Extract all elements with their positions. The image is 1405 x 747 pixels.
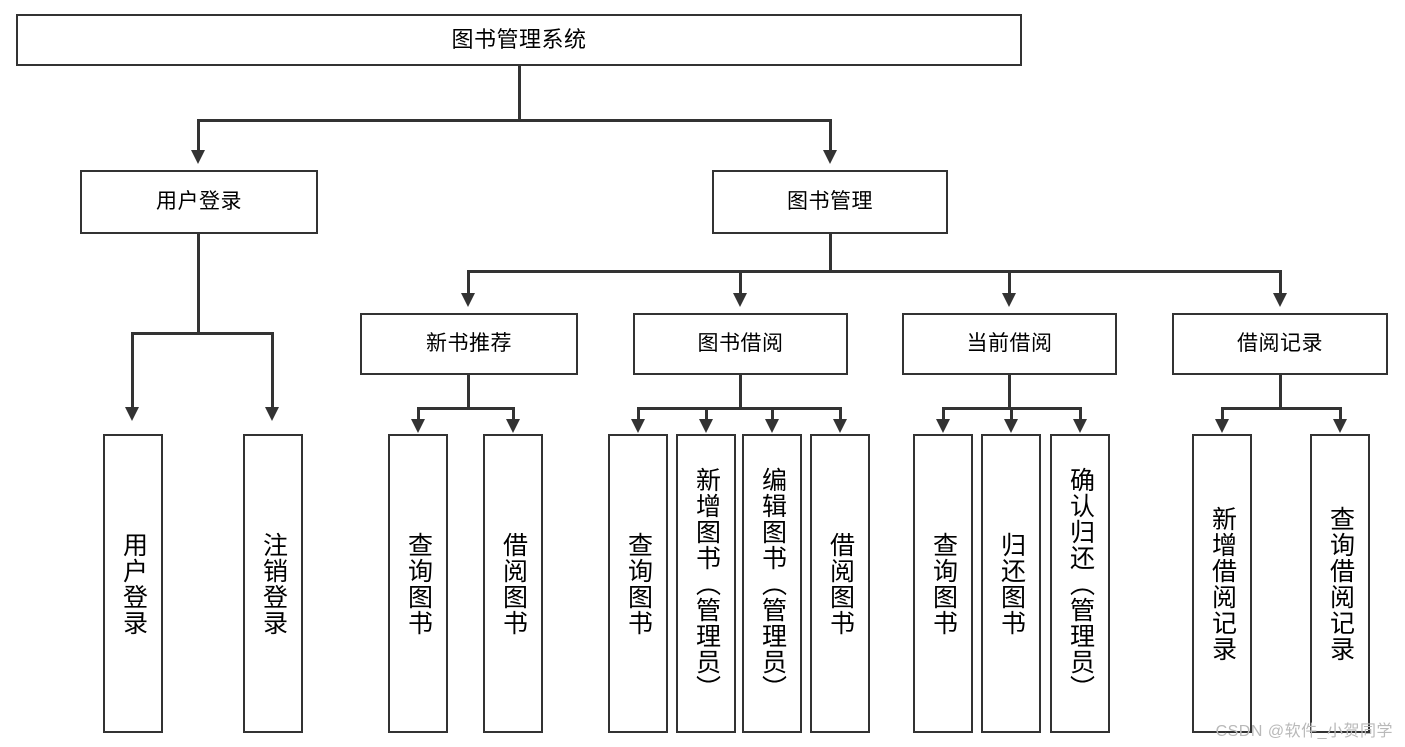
leaf-add-book[interactable]: 新增图书（管理员） (676, 434, 736, 733)
leaf-borrow-book-2[interactable]: 借阅图书 (810, 434, 870, 733)
node-label: 当前借阅 (966, 331, 1053, 355)
arrowhead-leaf-user-login (125, 407, 139, 421)
node-label: 图书借阅 (697, 331, 784, 355)
connector-book-borrow-stem (739, 375, 742, 409)
arrowhead-book-manage (823, 150, 837, 164)
leaf-edit-book[interactable]: 编辑图书（管理员） (742, 434, 802, 733)
arrowhead-leaf-query-book-3 (936, 419, 950, 433)
connector-borrow-record-bar (1222, 407, 1341, 410)
node-label: 注销登录 (259, 531, 288, 636)
node-label: 查询图书 (404, 531, 433, 636)
node-label: 图书管理 (787, 189, 873, 213)
connector-level1-bar (198, 119, 830, 122)
node-book-borrow[interactable]: 图书借阅 (633, 313, 848, 375)
arrowhead-leaf-user-logout (265, 407, 279, 421)
connector-level1-drop-right (829, 119, 832, 151)
arrowhead-leaf-query-book-2 (631, 419, 645, 433)
leaf-confirm-return[interactable]: 确认归还（管理员） (1050, 434, 1110, 733)
connector-new-book-drop-1 (417, 407, 420, 421)
connector-current-borrow-drop-2 (1010, 407, 1013, 421)
leaf-add-record[interactable]: 新增借阅记录 (1192, 434, 1252, 733)
node-label: 查询图书 (624, 531, 653, 636)
node-label: 确认归还（管理员） (1066, 466, 1095, 701)
connector-current-borrow-drop-3 (1079, 407, 1082, 421)
leaf-query-book-2[interactable]: 查询图书 (608, 434, 668, 733)
connector-book-borrow-bar (638, 407, 841, 410)
connector-level1-drop-left (197, 119, 200, 151)
connector-level3-drop-4 (1279, 270, 1282, 294)
connector-borrow-record-stem (1279, 375, 1282, 409)
leaf-user-login[interactable]: 用户登录 (103, 434, 163, 733)
arrowhead-borrow-record (1273, 293, 1287, 307)
connector-user-login-drop-2 (271, 332, 274, 408)
connector-level3-drop-3 (1008, 270, 1011, 294)
arrowhead-leaf-query-record (1333, 419, 1347, 433)
arrowhead-leaf-add-record (1215, 419, 1229, 433)
connector-user-login-drop-1 (131, 332, 134, 408)
arrowhead-leaf-borrow-book-1 (506, 419, 520, 433)
node-label: 新书推荐 (426, 331, 512, 355)
arrowhead-leaf-add-book (699, 419, 713, 433)
connector-book-borrow-drop-4 (839, 407, 842, 421)
arrowhead-book-borrow (733, 293, 747, 307)
node-label: 新增借阅记录 (1208, 505, 1237, 662)
node-label: 查询借阅记录 (1326, 505, 1355, 662)
connector-level3-drop-2 (739, 270, 742, 294)
arrowhead-leaf-borrow-book-2 (833, 419, 847, 433)
leaf-borrow-book-1[interactable]: 借阅图书 (483, 434, 543, 733)
arrowhead-leaf-return-book (1004, 419, 1018, 433)
connector-level3-bar (468, 270, 1280, 273)
node-label: 归还图书 (997, 531, 1026, 636)
arrowhead-current-borrow (1002, 293, 1016, 307)
node-user-login[interactable]: 用户登录 (80, 170, 318, 234)
connector-current-borrow-stem (1008, 375, 1011, 409)
node-label: 图书管理系统 (451, 27, 587, 53)
connector-book-borrow-drop-2 (705, 407, 708, 421)
arrowhead-user-login (191, 150, 205, 164)
arrowhead-leaf-edit-book (765, 419, 779, 433)
connector-user-login-bar (132, 332, 272, 335)
node-label: 用户登录 (156, 189, 242, 213)
arrowhead-leaf-confirm-return (1073, 419, 1087, 433)
node-book-manage[interactable]: 图书管理 (712, 170, 948, 234)
connector-new-book-stem (467, 375, 470, 409)
leaf-user-logout[interactable]: 注销登录 (243, 434, 303, 733)
connector-level3-drop-1 (467, 270, 470, 294)
connector-root-stem (518, 66, 521, 121)
connector-new-book-bar (418, 407, 514, 410)
arrowhead-new-book-recommend (461, 293, 475, 307)
node-new-book-recommend[interactable]: 新书推荐 (360, 313, 578, 375)
connector-new-book-drop-2 (512, 407, 515, 421)
node-label: 借阅记录 (1237, 331, 1323, 355)
node-label: 用户登录 (119, 531, 148, 636)
arrowhead-leaf-query-book-1 (411, 419, 425, 433)
leaf-query-record[interactable]: 查询借阅记录 (1310, 434, 1370, 733)
leaf-return-book[interactable]: 归还图书 (981, 434, 1041, 733)
connector-book-borrow-drop-3 (771, 407, 774, 421)
connector-borrow-record-drop-2 (1339, 407, 1342, 421)
connector-borrow-record-drop-1 (1221, 407, 1224, 421)
node-current-borrow[interactable]: 当前借阅 (902, 313, 1117, 375)
node-root-system[interactable]: 图书管理系统 (16, 14, 1022, 66)
connector-current-borrow-drop-1 (942, 407, 945, 421)
node-label: 借阅图书 (499, 531, 528, 636)
node-label: 查询图书 (929, 531, 958, 636)
node-borrow-record[interactable]: 借阅记录 (1172, 313, 1388, 375)
leaf-query-book-1[interactable]: 查询图书 (388, 434, 448, 733)
node-label: 借阅图书 (826, 531, 855, 636)
connector-user-login-stem (197, 234, 200, 334)
connector-book-manage-stem (829, 234, 832, 272)
leaf-query-book-3[interactable]: 查询图书 (913, 434, 973, 733)
connector-book-borrow-drop-1 (637, 407, 640, 421)
node-label: 编辑图书（管理员） (758, 466, 787, 701)
node-label: 新增图书（管理员） (692, 466, 721, 701)
